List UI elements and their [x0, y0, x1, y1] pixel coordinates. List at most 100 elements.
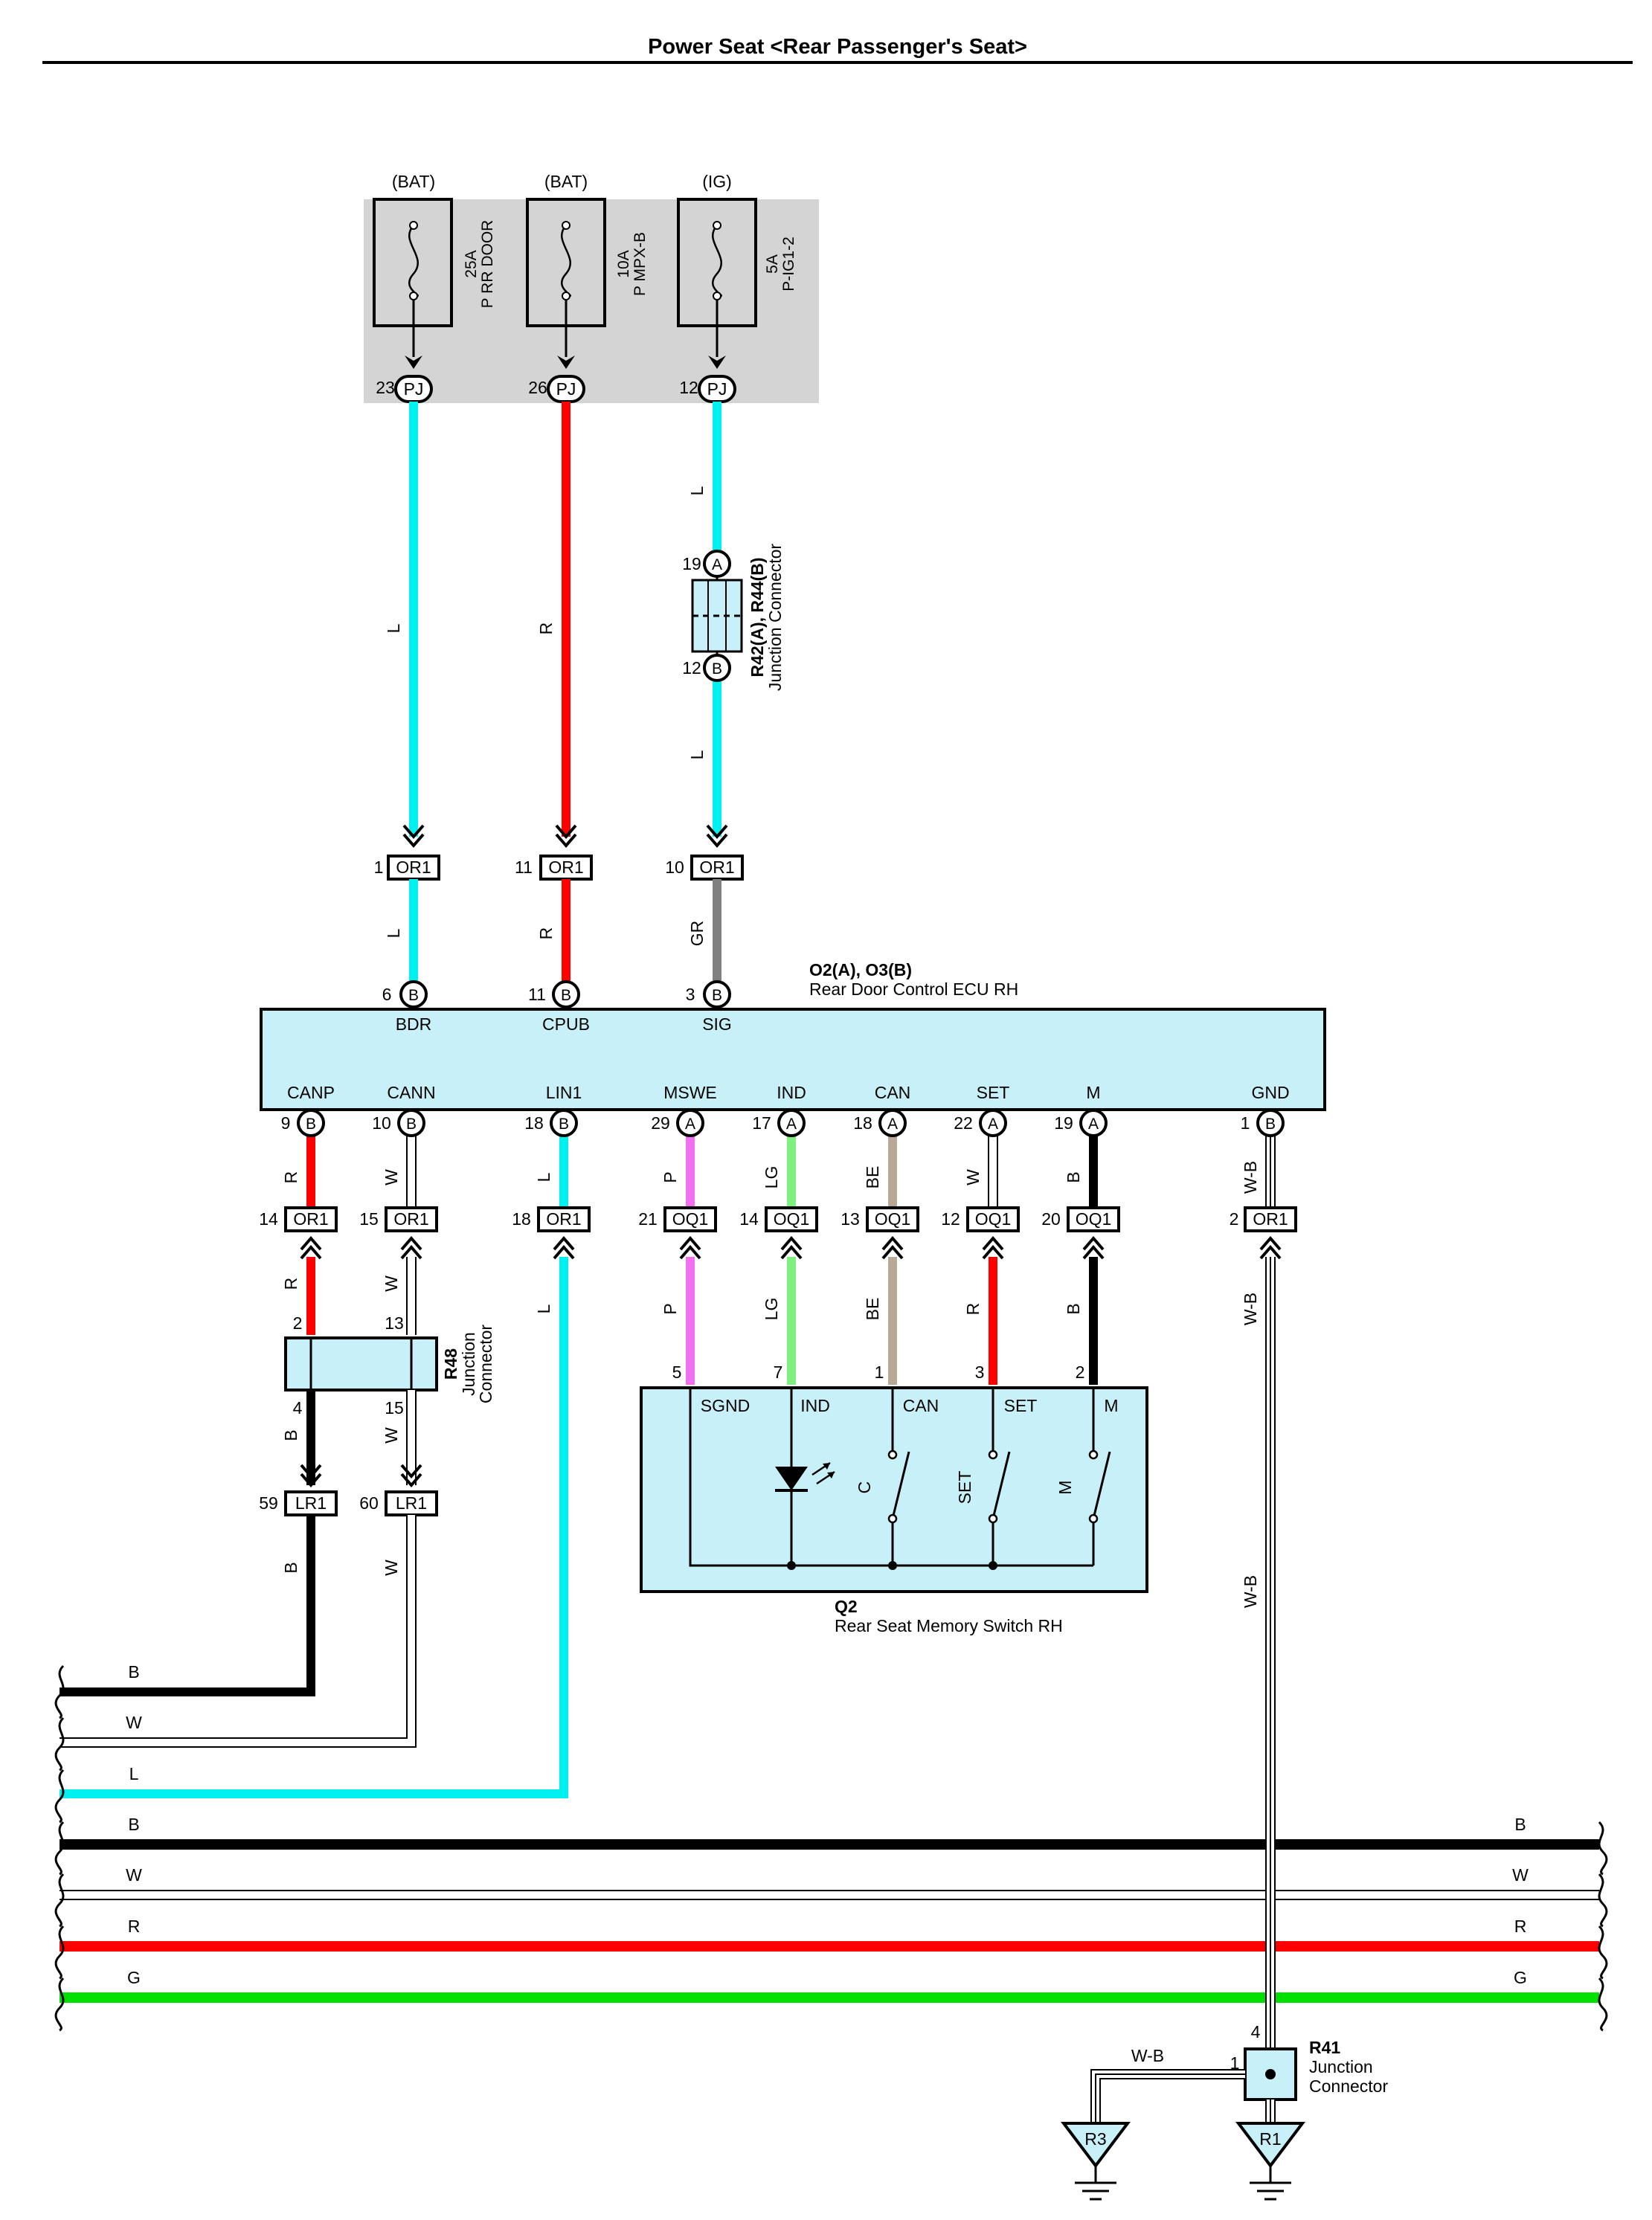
wire-labels-lower: R W L P LG BE R B W-B: [281, 1275, 1260, 1325]
connector-name: OQ1: [774, 1209, 810, 1229]
wire-l-lin-bus: [60, 1257, 568, 1798]
wire-label: GR: [687, 921, 707, 947]
fuse-name: P RR DOOR: [479, 220, 496, 309]
connector-pin: 21: [638, 1209, 658, 1229]
switch-label: C: [855, 1481, 874, 1494]
junction-r42-r44: 19 A 12 B R42(A), R44(B) Junction Connec…: [682, 544, 785, 692]
page-title: Power Seat <Rear Passenger's Seat>: [648, 35, 1027, 59]
connector-or1-1: 1 OR1: [374, 824, 440, 881]
wire-label: BE: [863, 1166, 882, 1189]
fuse-rating: 25A: [463, 250, 480, 277]
ecu-pin: 29: [651, 1113, 670, 1133]
junction-pin: 13: [385, 1313, 404, 1333]
connector-name: OR1: [396, 858, 431, 877]
wire-label: LG: [762, 1166, 781, 1189]
bus-labels: B W L B W R G B W R G: [126, 1662, 1529, 1987]
bus-label: W: [1512, 1865, 1529, 1885]
fuse-block: [364, 199, 819, 403]
switch-desc: Rear Seat Memory Switch RH: [835, 1616, 1063, 1635]
wire-wb-to-r3: [1090, 2069, 1245, 2123]
wire-label: R: [536, 927, 556, 940]
connector-name: OQ1: [975, 1209, 1012, 1229]
junction-pin: 19: [682, 554, 701, 573]
ecu-terminal-cann: CANN: [387, 1083, 435, 1102]
switch-terminal: SET: [1004, 1396, 1038, 1415]
switch-m-icon: [1092, 1451, 1111, 1519]
fuse-source-label: (BAT): [392, 172, 435, 191]
fuse-source-label: (IG): [702, 172, 732, 191]
break-marks-right: [1598, 1821, 1608, 2032]
ecu-pin: 9: [281, 1113, 291, 1133]
ecu-conn: A: [887, 1116, 898, 1133]
junction-name: R42(A), R44(B): [748, 557, 767, 677]
ecu-pin: 17: [752, 1113, 771, 1133]
bus-label: W: [126, 1865, 142, 1885]
wire-label: L: [687, 486, 707, 495]
ecu-terminal-m: M: [1086, 1083, 1100, 1102]
connector-name: LR1: [295, 1493, 327, 1513]
connector-name: OR1: [1253, 1209, 1288, 1229]
wire-label: L: [384, 928, 403, 938]
junction-desc: Junction: [459, 1332, 478, 1396]
switch-label: M: [1055, 1480, 1075, 1494]
switch-terminal: IND: [800, 1396, 830, 1415]
wire-label: B: [281, 1429, 300, 1441]
connector-pin: 59: [259, 1493, 278, 1513]
fuse-name: P-IG1-2: [780, 237, 797, 292]
junction-pin: 1: [1230, 2053, 1240, 2073]
junction-conn: B: [712, 660, 722, 678]
connector-or1-10: 10 OR1: [665, 824, 744, 881]
led-icon: [775, 1467, 808, 1490]
ecu-terminal-gnd: GND: [1251, 1083, 1289, 1102]
switch-label: SET: [955, 1471, 974, 1505]
connector-name: OQ1: [875, 1209, 911, 1229]
connector-name: OR1: [699, 858, 734, 877]
switch-q2-memory: 5 7 1 3 2 SGND IND CAN SET M C SET: [640, 1362, 1148, 1635]
fuse-rating: 10A: [615, 250, 632, 277]
wire-label: R: [963, 1303, 983, 1316]
ecu-pin: 10: [372, 1113, 391, 1133]
ecu-pin: 19: [1054, 1113, 1073, 1133]
junction-pin: 2: [293, 1313, 303, 1333]
ecu-pin: 1: [1241, 1113, 1250, 1133]
ground-icon: [1235, 2122, 1306, 2169]
ecu-conn: B: [406, 1116, 417, 1133]
junction-conn: A: [712, 556, 722, 573]
wire-label: W-B: [1241, 1575, 1260, 1608]
r48-chevrons: [300, 1464, 422, 1488]
junction-pin: 15: [385, 1398, 404, 1418]
junction-pin: 12: [682, 658, 701, 678]
wire-label: W-B: [1241, 1293, 1260, 1325]
ecu-terminal-lin1: LIN1: [546, 1083, 582, 1102]
ecu-conn: B: [1265, 1116, 1276, 1133]
wire-label: P: [661, 1171, 680, 1183]
ecu-conn: B: [712, 987, 722, 1004]
ecu-conn: B: [559, 1116, 569, 1133]
ecu-bottom-pins: 9 B 10 B 18 B 29 A 17 A 18 A 22 A 19 A 1…: [281, 1109, 1285, 1137]
switch-terminal: CAN: [903, 1396, 939, 1415]
bus-lines: [60, 1839, 1599, 2003]
wire-label: L: [534, 1172, 553, 1182]
wire-label: LG: [762, 1298, 781, 1321]
connector-name: OR1: [293, 1209, 328, 1229]
ground-icon: [1060, 2122, 1131, 2169]
wire-label: B: [281, 1562, 300, 1573]
switch-pin: 1: [875, 1362, 884, 1382]
ecu-rear-door-control: O2(A), O3(B) Rear Door Control ECU RH 6 …: [260, 960, 1326, 1111]
bus-label: B: [128, 1662, 139, 1682]
connector-pin: 11: [515, 858, 533, 877]
fuse-source-label: (BAT): [544, 172, 588, 191]
ecu-desc: Rear Door Control ECU RH: [809, 979, 1018, 999]
ecu-terminal-canp: CANP: [287, 1083, 335, 1102]
wire-label: W: [382, 1275, 401, 1292]
switch-terminal: M: [1104, 1396, 1118, 1415]
ecu-conn: B: [306, 1116, 316, 1133]
ecu-pin: 18: [524, 1113, 544, 1133]
connector-pin: 14: [739, 1209, 759, 1229]
connector-pin: 2: [1230, 1209, 1239, 1229]
fuse-p-rr-door: (BAT) 25A P RR DOOR 23 PJ: [373, 172, 496, 403]
connector-pin: 12: [941, 1209, 960, 1229]
fuse-pin: 23: [376, 378, 395, 397]
ecu-terminal-cpub: CPUB: [542, 1014, 590, 1034]
connector-name: LR1: [396, 1493, 427, 1513]
